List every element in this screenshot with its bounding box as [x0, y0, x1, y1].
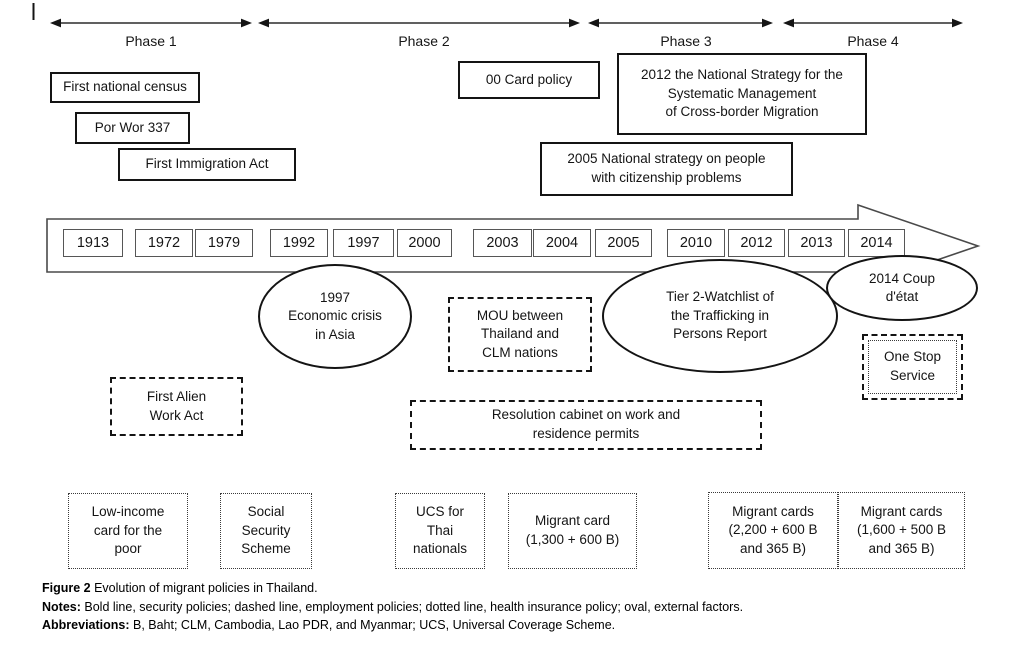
notes-label: Notes:	[42, 599, 81, 614]
year-box-1979: 1979	[195, 229, 253, 257]
box-ucs-thai-nationals: UCS for Thai nationals	[395, 493, 485, 569]
box-migrant-cards-1600: Migrant cards (1,600 + 500 B and 365 B)	[838, 492, 965, 569]
phase3-arrow	[588, 18, 773, 28]
year-box-2004: 2004	[533, 229, 591, 257]
caption-notes-line: Notes: Bold line, security policies; das…	[42, 598, 992, 617]
year-box-2005: 2005	[595, 229, 652, 257]
figure-title-text: Evolution of migrant policies in Thailan…	[90, 581, 318, 595]
phase-4-label: Phase 4	[847, 33, 899, 49]
box-resolution-cabinet: Resolution cabinet on work and residence…	[410, 400, 762, 450]
abbreviations-text: B, Baht; CLM, Cambodia, Lao PDR, and Mya…	[129, 618, 616, 632]
oval-2014-coup: 2014 Coup d'état	[826, 255, 978, 321]
phase-3-label: Phase 3	[660, 33, 712, 49]
caption-title-line: Figure 2 Evolution of migrant policies i…	[42, 579, 992, 598]
year-box-2003: 2003	[473, 229, 532, 257]
year-box-1997: 1997	[333, 229, 394, 257]
box-first-national-census: First national census	[50, 72, 200, 103]
figure-number-label: Figure 2	[42, 581, 91, 595]
oval-1997-economic-crisis: 1997 Economic crisis in Asia	[258, 264, 412, 369]
box-00-card-policy: 00 Card policy	[458, 61, 600, 99]
year-box-2000: 2000	[397, 229, 452, 257]
year-box-1913: 1913	[63, 229, 123, 257]
phase2-arrow	[258, 18, 580, 28]
year-box-1972: 1972	[135, 229, 193, 257]
box-one-stop-service: One Stop Service	[862, 334, 963, 400]
notes-text: Bold line, security policies; dashed lin…	[80, 599, 744, 614]
phase-2-label: Phase 2	[398, 33, 450, 49]
box-low-income-card: Low-income card for the poor	[68, 493, 188, 569]
box-por-wor-337: Por Wor 337	[75, 112, 190, 144]
phase1-arrow	[50, 18, 252, 28]
year-box-2014: 2014	[848, 229, 905, 257]
box-mou-clm: MOU between Thailand and CLM nations	[448, 297, 592, 372]
box-2005-national-strategy: 2005 National strategy on people with ci…	[540, 142, 793, 196]
box-migrant-cards-2200: Migrant cards (2,200 + 600 B and 365 B)	[708, 492, 838, 569]
year-box-2013: 2013	[788, 229, 845, 257]
phase4-arrow	[783, 18, 963, 28]
box-migrant-card-1300: Migrant card (1,300 + 600 B)	[508, 493, 637, 569]
phase-1-label: Phase 1	[125, 33, 177, 49]
box-first-immigration-act: First Immigration Act	[118, 148, 296, 181]
box-social-security-scheme: Social Security Scheme	[220, 493, 312, 569]
oval-tier2-watchlist: Tier 2-Watchlist of the Trafficking in P…	[602, 259, 838, 373]
year-box-1992: 1992	[270, 229, 328, 257]
box-one-stop-service-inner: One Stop Service	[868, 340, 957, 394]
abbreviations-label: Abbreviations:	[42, 618, 130, 632]
caption-abbreviations-line: Abbreviations: B, Baht; CLM, Cambodia, L…	[42, 616, 992, 635]
box-2012-national-strategy: 2012 the National Strategy for the Syste…	[617, 53, 867, 135]
year-box-2010: 2010	[667, 229, 725, 257]
box-first-alien-work-act: First Alien Work Act	[110, 377, 243, 436]
figure-caption: Figure 2 Evolution of migrant policies i…	[42, 579, 992, 635]
year-box-2012: 2012	[728, 229, 785, 257]
